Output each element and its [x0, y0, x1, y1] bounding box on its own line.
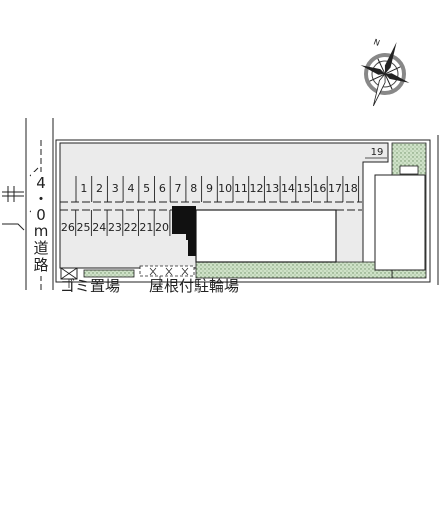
compass-outer-ring [364, 53, 406, 95]
parking-space-number: 14 [281, 182, 295, 195]
parking-space-number: 16 [312, 182, 326, 195]
parking-space-number: 5 [143, 182, 150, 195]
parking-space-number: 12 [250, 182, 264, 195]
parking-space-number: 2 [96, 182, 103, 195]
parking-space-number: 23 [108, 221, 122, 234]
parking-space-number: 25 [77, 221, 91, 234]
bicycle-parking-label: 屋根付駐輪場 [149, 277, 239, 295]
compass-needle-west [360, 65, 385, 75]
road-tick-marks [7, 186, 15, 202]
road-label-char-5: 道 [33, 239, 48, 257]
side-road-left [2, 191, 25, 231]
road-width-label: 4 ・ 0 m 道 路 [31, 172, 51, 276]
stair-block [172, 206, 196, 256]
parking-space-number: 1 [80, 182, 87, 195]
parking-space-number: 13 [265, 182, 279, 195]
parking-space-number: 4 [127, 182, 134, 195]
parking-space-number: 26 [61, 221, 75, 234]
stair-block-shape [172, 206, 196, 240]
parking-space-number: 8 [190, 182, 197, 195]
compass: N [360, 37, 410, 107]
parking-space-number: 7 [175, 182, 182, 195]
garbage-area-label: ゴミ置場 [60, 277, 120, 295]
parking-space-number: 6 [159, 182, 166, 195]
parking-space-number: 10 [218, 182, 232, 195]
compass-needle-north [384, 42, 397, 74]
compass-needle-east [385, 73, 410, 83]
garbage-area-cross [60, 267, 78, 280]
parking-space-number: 22 [124, 221, 138, 234]
parking-space-number: 20 [155, 221, 169, 234]
property-boundary [55, 139, 431, 283]
parking-space-number: 3 [112, 182, 119, 195]
parking-space-19: 19 [365, 147, 387, 159]
building [195, 209, 337, 263]
compass-rose-diagonals [369, 58, 401, 90]
road-label-char-6: 路 [33, 256, 48, 274]
road-label-char-2: ・ [33, 190, 48, 208]
road-label-char-4: m [34, 222, 49, 240]
bicycle-parking [139, 265, 195, 277]
parking-space-number: 15 [297, 182, 311, 195]
planting-strip-gate [83, 269, 135, 278]
road-label-char-1: 4 [36, 174, 46, 192]
bicycle-parking-frame [139, 265, 195, 277]
bicycle-parking-marks [149, 267, 189, 276]
parking-space-number: 24 [92, 221, 106, 234]
planting-strip-south [195, 261, 393, 279]
road-label-char-3: 0 [36, 206, 46, 224]
parking-space-number: 11 [234, 182, 248, 195]
space-19-number: 19 [371, 147, 384, 158]
parking-space-number: 9 [206, 182, 213, 195]
compass-north-marker: N [372, 37, 381, 48]
parking-space-number: 21 [139, 221, 153, 234]
parking-space-lines [59, 176, 360, 236]
annex-meter-box [399, 165, 419, 175]
annex-building [374, 174, 426, 271]
stair-block-step [188, 240, 196, 256]
parking-space-number: 18 [344, 182, 358, 195]
compass-inner-ring [371, 60, 399, 88]
parking-space-number: 17 [328, 182, 342, 195]
